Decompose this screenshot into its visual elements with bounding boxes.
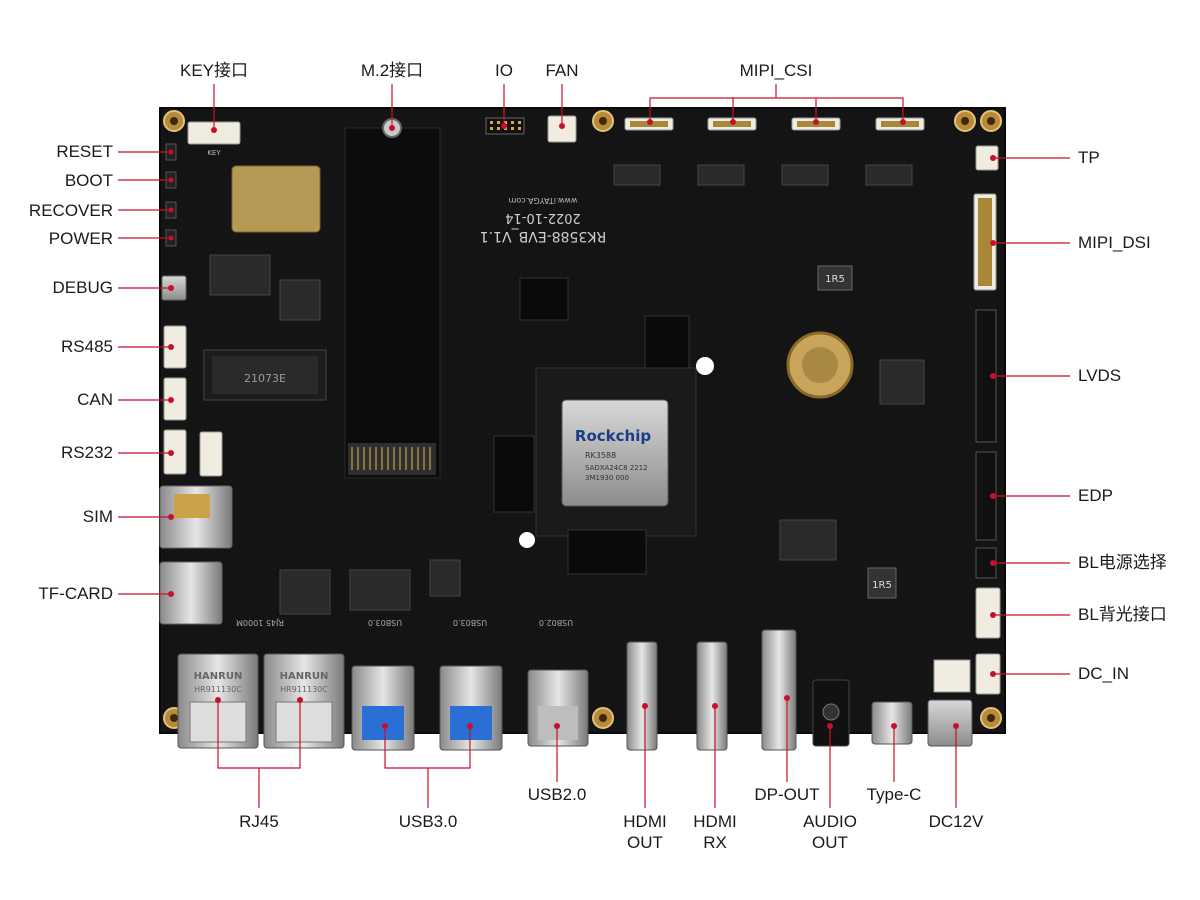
label-mipi-csi: MIPI_CSI <box>739 61 813 80</box>
rj45-brand-b: HANRUN <box>280 671 329 682</box>
label-audio-out-line1: AUDIO <box>803 812 857 831</box>
label-audio-out-line2: OUT <box>812 833 848 852</box>
label-hdmi-rx-line2: RX <box>703 833 727 852</box>
soc-code1: SADXA24C8 2212 <box>585 464 648 472</box>
usb3-ports <box>351 665 503 751</box>
silk-usb2: USB02.0 <box>539 618 573 627</box>
label-type-c: Type-C <box>866 785 922 804</box>
soc-code2: 3M1930 000 <box>585 474 629 482</box>
bl-backlight-connector <box>975 587 1001 639</box>
label-hdmi-rx-line1: HDMI <box>693 812 737 831</box>
silk-date: 2022-10-14 <box>505 210 581 225</box>
rj45-model-a: HR911130C <box>194 685 242 694</box>
rj45-model-b: HR911130C <box>280 685 328 694</box>
inductor-1r5-b: 1R5 <box>872 580 892 591</box>
label-dc12v: DC12V <box>928 812 984 831</box>
label-usb30: USB3.0 <box>398 812 458 831</box>
dp-out-port <box>761 629 797 751</box>
label-rs232: RS232 <box>61 443 113 462</box>
silk-rj45: RJ45 1000M <box>236 618 284 627</box>
label-can: CAN <box>77 390 113 409</box>
rs232-connector <box>163 429 187 475</box>
label-m2: M.2接口 <box>360 61 424 80</box>
label-dp-out: DP-OUT <box>754 785 820 804</box>
label-rj45: RJ45 <box>239 812 279 831</box>
label-hdmi-out-line2: OUT <box>627 833 663 852</box>
cellular-module <box>231 165 321 233</box>
label-edp: EDP <box>1078 486 1113 505</box>
type-c-port <box>871 701 913 745</box>
m2-slot <box>344 127 441 479</box>
inductor-1r5-a: 1R5 <box>825 274 845 285</box>
soc-model: RK3588 <box>585 451 616 460</box>
label-bl-backlight: BL背光接口 <box>1078 605 1167 624</box>
can-connector <box>163 377 187 421</box>
rx232-connector <box>199 431 223 477</box>
label-lvds: LVDS <box>1078 366 1122 385</box>
key-silk: KEY <box>207 149 221 157</box>
tf-card-slot <box>159 561 223 625</box>
label-power: POWER <box>48 229 113 248</box>
rj45-brand-a: HANRUN <box>194 671 243 682</box>
label-mipi-dsi: MIPI_DSI <box>1078 233 1151 252</box>
label-recover: RECOVER <box>28 201 113 220</box>
soc-chip <box>561 399 669 507</box>
dc12v-jack <box>927 699 973 747</box>
label-reset: RESET <box>56 142 113 161</box>
label-bl-power: BL电源选择 <box>1078 553 1167 572</box>
silk-usb3-a: USB03.0 <box>368 618 402 627</box>
label-tp: TP <box>1078 148 1100 167</box>
label-fan: FAN <box>545 61 579 80</box>
label-hdmi-rx: HDMI RX <box>675 811 755 853</box>
label-hdmi-out: HDMI OUT <box>605 811 685 853</box>
hdmi-rx-port <box>696 641 728 751</box>
label-dc-in: DC_IN <box>1078 664 1130 683</box>
label-key: KEY接口 <box>179 61 249 80</box>
silk-usb3-b: USB03.0 <box>453 618 487 627</box>
label-debug: DEBUG <box>52 278 113 297</box>
label-hdmi-out-line1: HDMI <box>623 812 667 831</box>
silk-url: www.iTAYGA.com <box>508 196 577 205</box>
label-audio-out: AUDIO OUT <box>790 811 870 853</box>
silk-model: RK3588-EVB_V1.1 <box>480 228 606 244</box>
label-boot: BOOT <box>64 171 113 190</box>
label-sim: SIM <box>82 507 113 526</box>
label-rs485: RS485 <box>61 337 113 356</box>
soc-brand: Rockchip <box>575 427 651 445</box>
label-usb20: USB2.0 <box>527 785 587 804</box>
label-io: IO <box>495 61 513 80</box>
leader-lines <box>118 84 1070 808</box>
hdmi-out-port <box>626 641 658 751</box>
label-tf-card: TF-CARD <box>38 584 113 603</box>
m2-chip-text: 21073E <box>244 372 286 385</box>
